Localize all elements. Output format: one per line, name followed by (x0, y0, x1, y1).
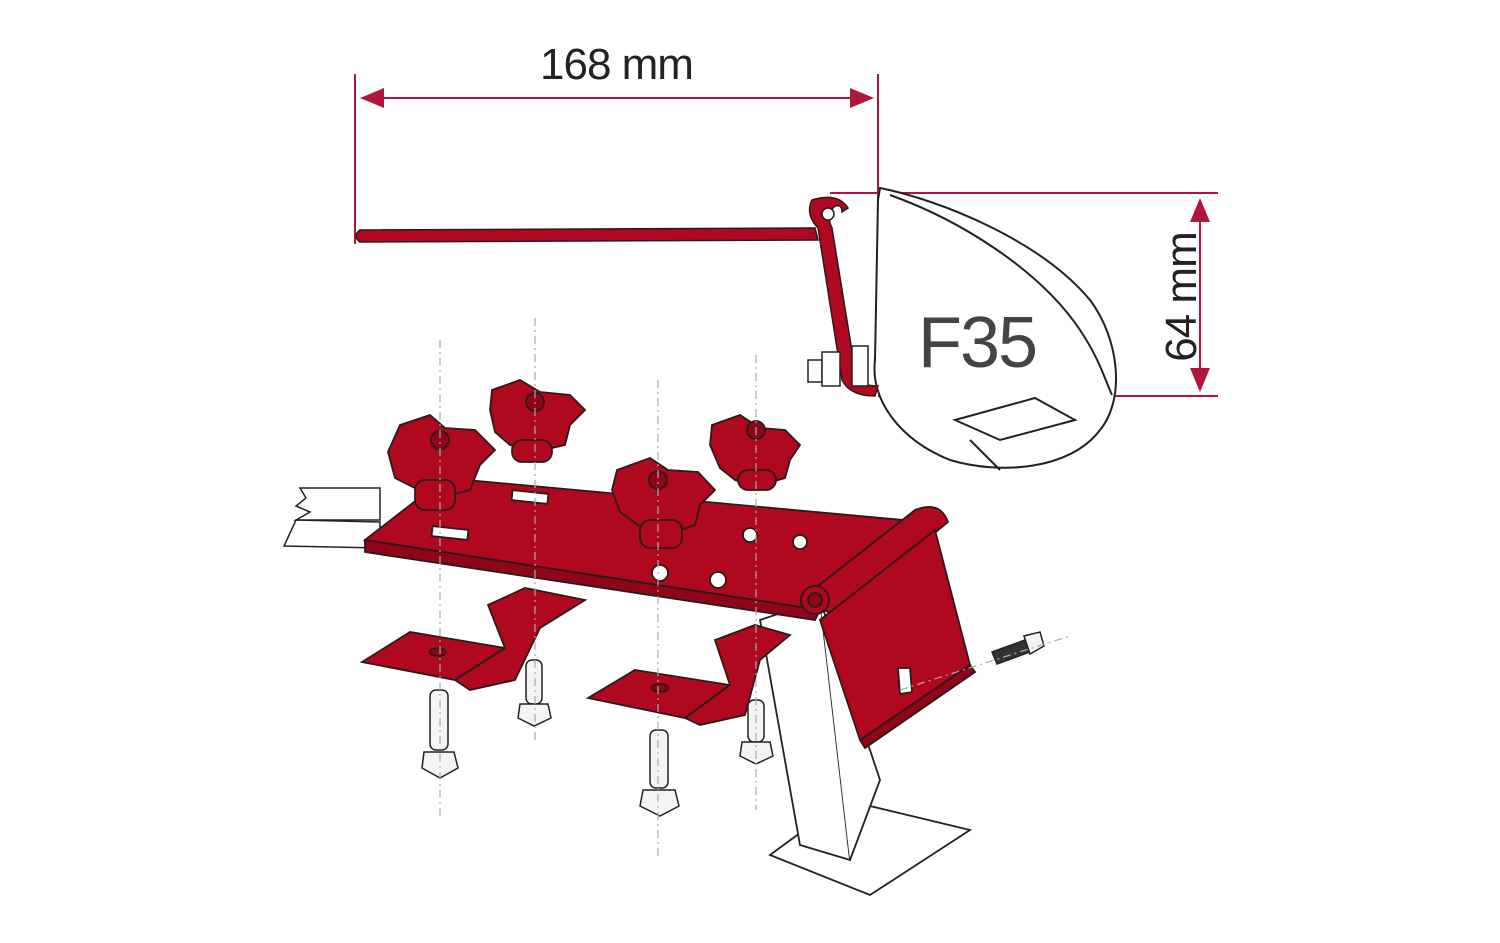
hex-nut (807, 345, 869, 387)
assembly-axis-lines (439, 318, 1071, 860)
hinge-bracket (798, 506, 977, 750)
roof-rail (282, 487, 381, 549)
awning-model-label: F35 (918, 303, 1038, 383)
star-knob (387, 379, 802, 549)
z-clamp (359, 587, 792, 726)
hex-bolt (421, 631, 1045, 817)
awning-profile-rail (355, 196, 880, 397)
height-dimension-label: 64 mm (1157, 232, 1206, 362)
awning-case (873, 186, 1117, 471)
width-dimension-label: 168 mm (540, 40, 694, 89)
